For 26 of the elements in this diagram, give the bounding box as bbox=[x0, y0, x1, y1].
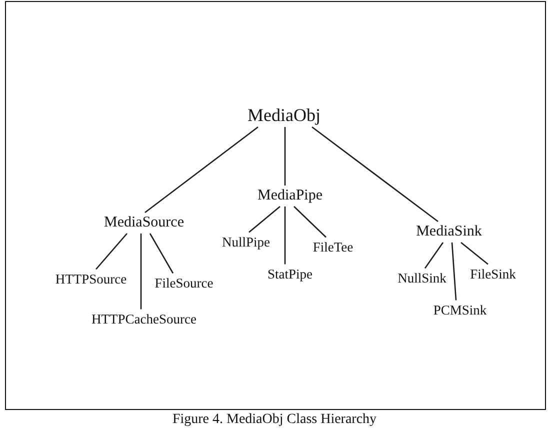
class-name-label: MediaSource bbox=[103, 212, 185, 234]
connector-line bbox=[312, 126, 438, 222]
class-name-label: FileSource bbox=[154, 273, 214, 293]
connector-line bbox=[284, 127, 286, 186]
class-name-label: FileTee bbox=[312, 237, 354, 257]
class-name-label: PCMSink bbox=[432, 300, 488, 320]
connector-line bbox=[248, 206, 280, 233]
class-name-label: MediaObj bbox=[246, 103, 322, 127]
connector-line bbox=[96, 233, 128, 270]
class-name-label: FileSink bbox=[469, 264, 517, 284]
connector-line bbox=[144, 126, 258, 214]
figure-caption: Figure 4. MediaObj Class Hierarchy bbox=[172, 412, 377, 428]
class-name-label: NullSink bbox=[396, 268, 448, 288]
connector-line bbox=[451, 242, 457, 300]
class-name-label: MediaSink bbox=[415, 222, 483, 242]
connector-line bbox=[140, 234, 142, 310]
class-name-label: StatPipe bbox=[266, 264, 314, 284]
connector-line bbox=[149, 233, 174, 274]
class-name-label: NullPipe bbox=[221, 232, 271, 252]
class-name-label: MediaPipe bbox=[256, 186, 324, 206]
class-name-label: HTTPSource bbox=[54, 269, 128, 289]
connector-line bbox=[424, 242, 444, 269]
connector-line bbox=[294, 206, 326, 238]
connector-line bbox=[460, 242, 488, 265]
connector-line bbox=[284, 206, 286, 264]
class-name-label: HTTPCacheSource bbox=[90, 309, 198, 329]
